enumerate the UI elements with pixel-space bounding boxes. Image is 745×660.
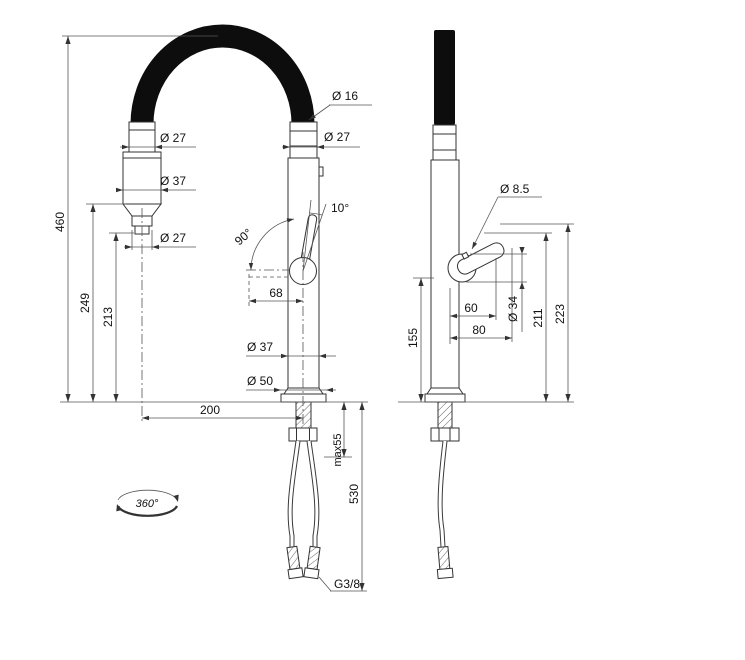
spring-spout — [130, 24, 315, 125]
hose-connector-side — [436, 546, 454, 580]
dim-joint-diameter: Ø 34 — [506, 296, 520, 322]
dim-handle-outer-offset: 80 — [472, 323, 486, 337]
dim-hose-length: 530 — [347, 484, 361, 504]
mounting-hardware-side — [424, 387, 466, 442]
dim-lever-top-height: 223 — [553, 304, 567, 324]
dim-total-height: 460 — [53, 212, 67, 232]
dimensions-front: 460 249 213 Ø 27 Ø 37 — [53, 35, 372, 592]
supply-hose-side — [436, 440, 454, 580]
rotation-label: 360° — [136, 498, 159, 510]
dim-column-diameter: Ø 37 — [247, 340, 273, 354]
dim-deck-thickness-max: max55 — [332, 433, 344, 466]
dim-pivot-height: 211 — [531, 308, 545, 327]
handle-side — [447, 242, 505, 283]
dim-spray-body-diameter: Ø 37 — [160, 174, 186, 188]
side-view: 155 Ø 8.5 60 80 Ø 34 — [398, 30, 574, 580]
dimensions-side: 155 Ø 8.5 60 80 Ø 34 — [398, 182, 574, 403]
dim-swivel-angle: 90° — [232, 226, 255, 249]
dim-body-height: 155 — [406, 328, 420, 348]
dim-spray-tip-height: 213 — [101, 307, 115, 327]
rotation-symbol: 360° — [116, 489, 179, 517]
supply-hoses — [286, 440, 321, 580]
dim-pin-diameter: Ø 8.5 — [500, 182, 530, 196]
spring-spout-side — [434, 30, 455, 125]
dim-spray-body-height: 249 — [78, 293, 92, 313]
dim-handle-inner-offset: 60 — [464, 301, 478, 315]
dim-hose-thread: G3/8 — [334, 577, 360, 591]
dim-spring-diameter: Ø 16 — [332, 89, 358, 103]
dim-collar-left-diameter: Ø 27 — [160, 131, 186, 145]
hose-connector-left — [286, 545, 304, 580]
dim-lever-angle: 10° — [331, 201, 349, 215]
mounting-hardware-front — [280, 387, 327, 442]
dim-collar-right-diameter: Ø 27 — [324, 130, 350, 144]
dim-spray-tip-diameter: Ø 27 — [160, 231, 186, 245]
dim-reach: 200 — [200, 403, 220, 417]
hose-connector-right — [303, 545, 321, 580]
dim-base-diameter: Ø 50 — [247, 374, 273, 388]
dim-lever-offset: 68 — [269, 286, 283, 300]
front-view: 360° 460 249 213 — [53, 24, 372, 592]
